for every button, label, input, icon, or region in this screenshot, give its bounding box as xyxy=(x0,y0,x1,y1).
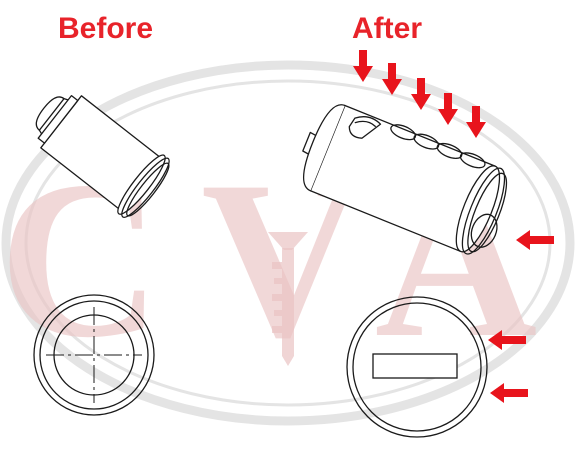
arrow-left xyxy=(516,230,554,250)
arrow-left xyxy=(488,330,526,350)
before-cylinder-side-view xyxy=(35,94,170,218)
arrow-down xyxy=(411,78,431,110)
left-arrows xyxy=(488,230,554,403)
after-cylinder-face xyxy=(455,165,501,253)
watermark-outer-ring xyxy=(1,60,575,426)
arrow-down xyxy=(382,63,402,95)
before-cylinder-face xyxy=(117,154,166,215)
before-end-view xyxy=(33,294,155,416)
arrow-down xyxy=(466,106,486,138)
after-keyway-plug xyxy=(470,213,498,248)
arrow-down xyxy=(438,93,458,125)
after-end-view xyxy=(346,296,488,438)
down-arrows xyxy=(353,50,486,138)
key-icon xyxy=(268,232,308,366)
after-cylinder-side-view xyxy=(302,104,508,255)
after-keyway-slot xyxy=(372,353,458,379)
arrow-down xyxy=(353,50,373,82)
before-heading: Before xyxy=(58,12,154,45)
after-heading: After xyxy=(352,12,423,45)
arrow-left xyxy=(490,383,528,403)
